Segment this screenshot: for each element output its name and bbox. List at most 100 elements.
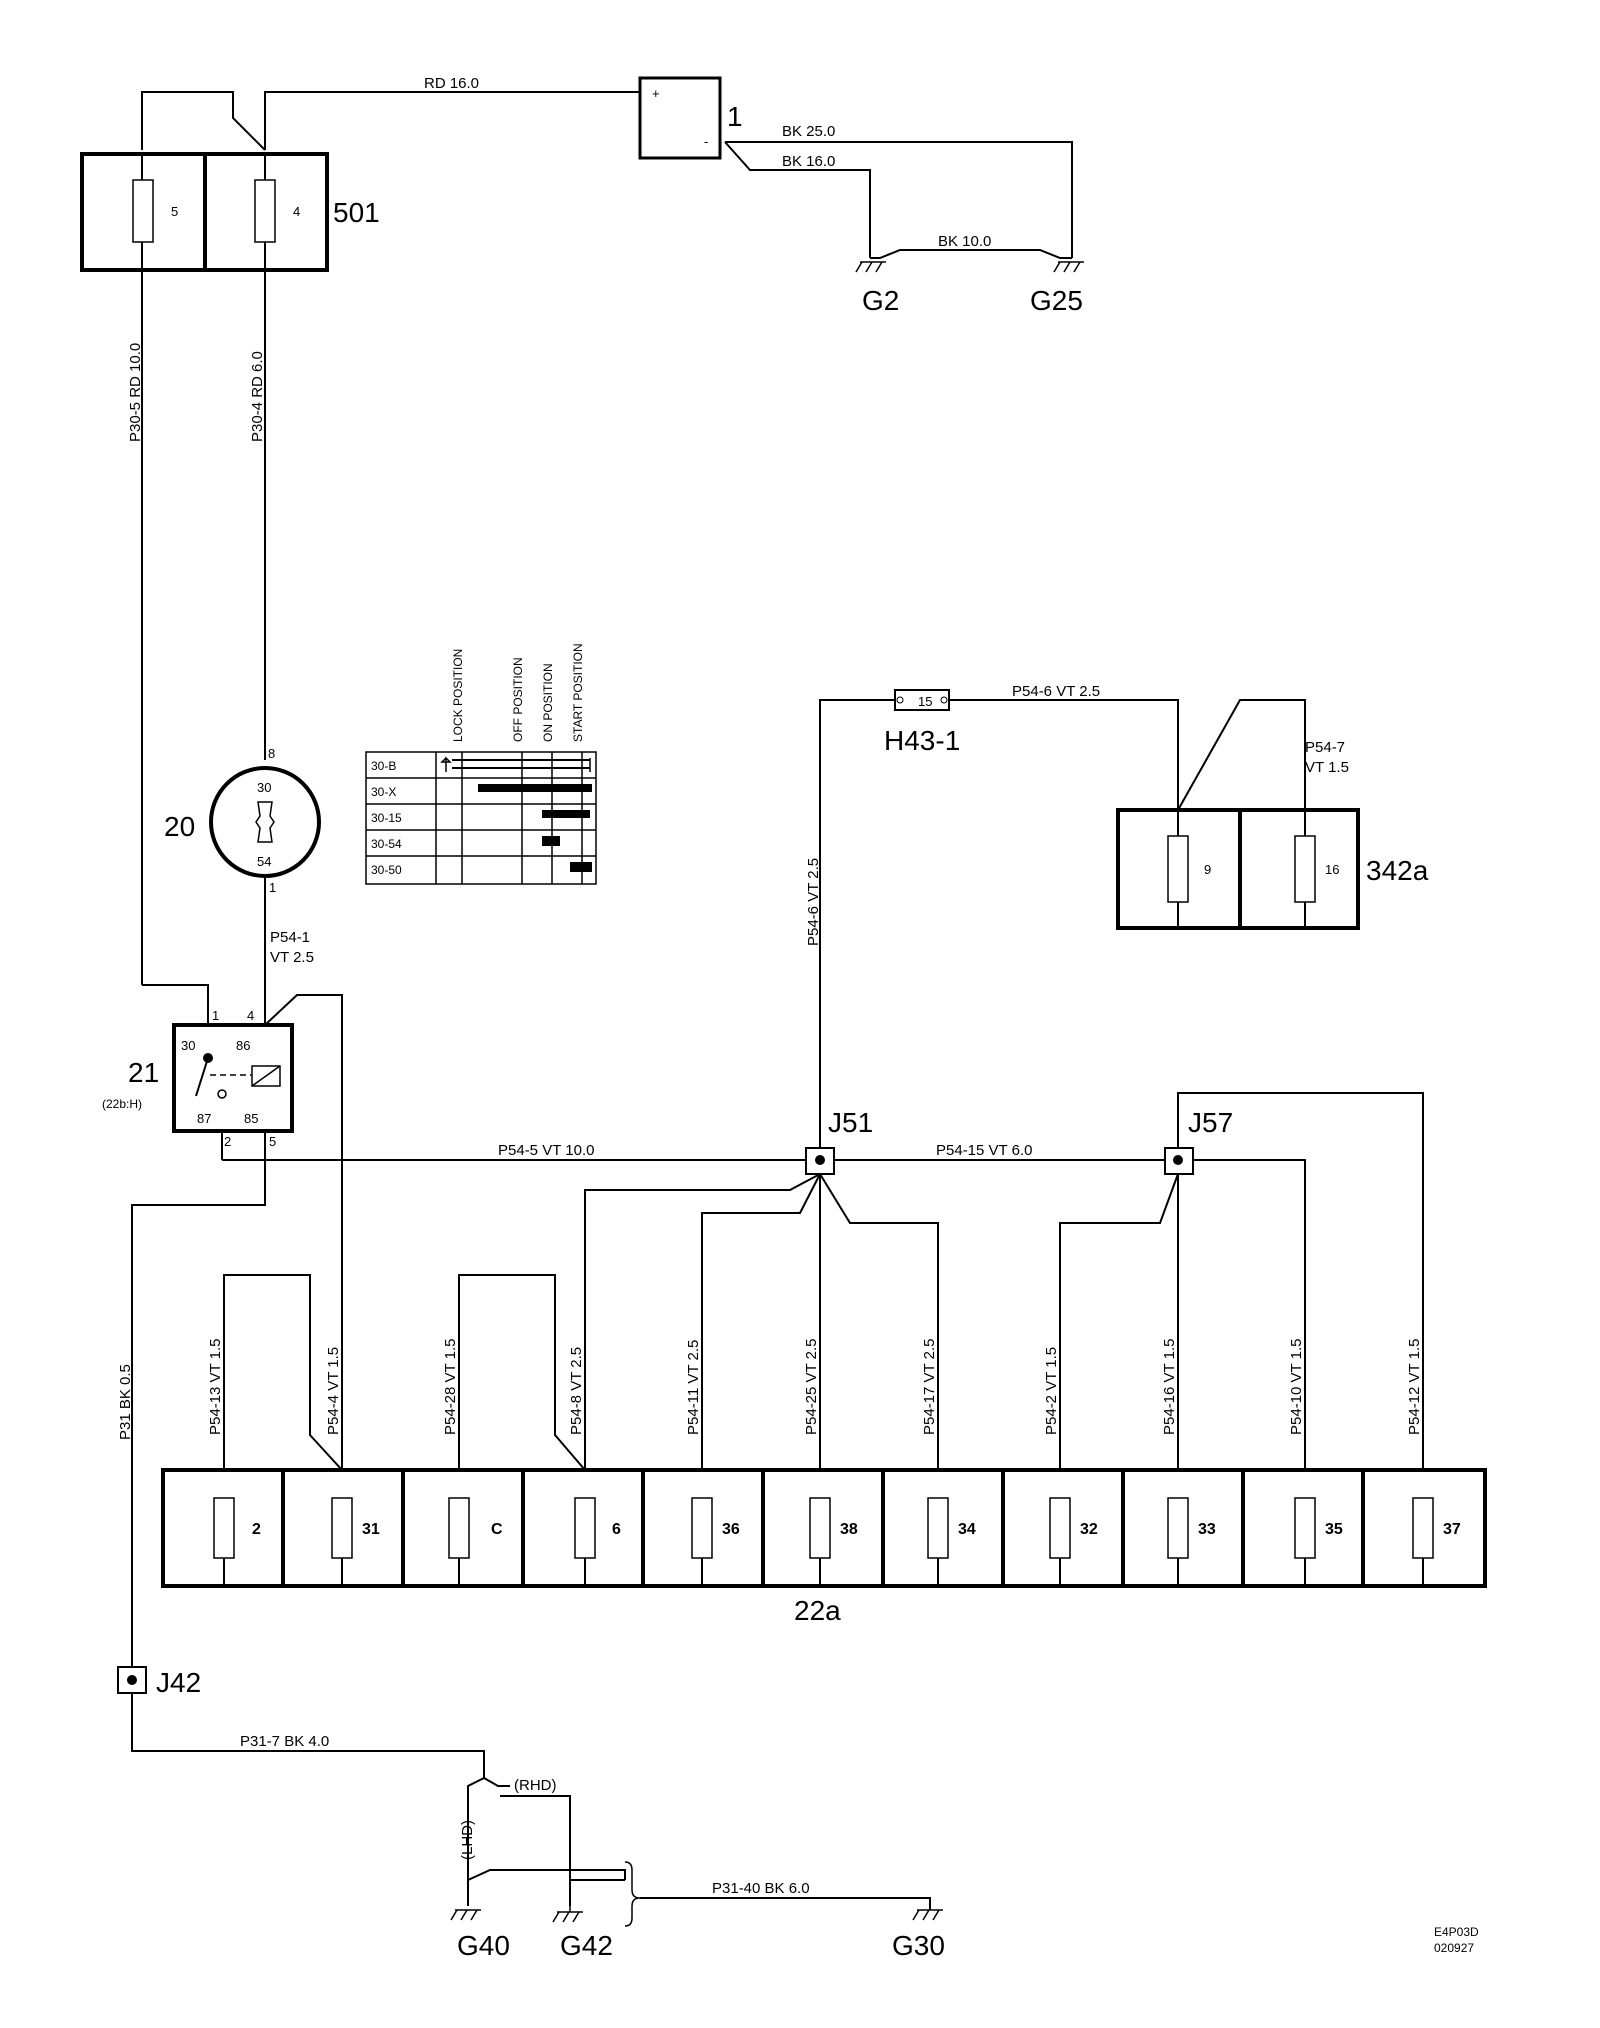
fuse-9-label: 9 [1204,862,1211,877]
fuse-box-501 [80,152,329,272]
wire-p31-7-label: P31-7 BK 4.0 [240,1733,329,1750]
ground-g30-label: G30 [892,1930,945,1961]
fuse-22a-38: 38 [840,1521,858,1538]
table-header-start: START POSITION [571,643,585,742]
wire-bk16-label: BK 16.0 [782,153,835,170]
ignition-pin-1: 1 [269,880,276,895]
h43-connector-id: H43-1 [884,725,960,756]
wire-p54-6-h-label: P54-6 VT 2.5 [1012,683,1100,700]
wire-lhd-label: (LHD) [459,1820,476,1860]
ground-g42-label: G42 [560,1930,613,1961]
table-row-30b: 30-B [371,759,396,773]
ground-symbol-g25 [1053,261,1084,273]
fuse-box-22a-id: 22a [794,1595,841,1626]
relay-pin-1: 1 [212,1008,219,1023]
relay-terminal-87: 87 [197,1111,211,1126]
fuse-box-22a [161,1468,1487,1588]
main-feed-wiring [141,91,1073,259]
ignition-switch-id: 20 [164,811,195,842]
table-header-off: OFF POSITION [511,657,525,742]
fuse-22a-35: 35 [1325,1521,1343,1538]
table-row-30-50: 30-50 [371,863,402,877]
drop-label: P54-2 VT 1.5 [1043,1347,1060,1435]
junction-j42-label: J42 [156,1667,201,1698]
relay-id: 21 [128,1057,159,1088]
junction-j42 [117,1666,147,1694]
relay-sub-id: (22b:H) [102,1097,142,1111]
fuse-22a-33: 33 [1198,1521,1216,1538]
h43-pin-15: 15 [918,694,932,709]
fuse-22a-32: 32 [1080,1521,1098,1538]
fuse-22a-34: 34 [958,1521,976,1538]
wire-p31-40-label: P31-40 BK 6.0 [712,1880,810,1897]
drop-label: P54-11 VT 2.5 [685,1340,702,1435]
drop-label: P54-28 VT 1.5 [442,1339,459,1435]
wire-p54-1-size: VT 2.5 [270,949,314,966]
fuse-22a-31: 31 [362,1521,380,1538]
ground-symbol-g30 [912,1909,943,1921]
battery: + - [638,76,722,160]
relay-terminal-86: 86 [236,1038,250,1053]
relay-pin-2: 2 [224,1134,231,1149]
drop-label: P54-16 VT 1.5 [1161,1339,1178,1435]
j51-branches [584,1173,939,1470]
ground-symbol-g2 [855,261,886,273]
relay-terminal-30: 30 [181,1038,195,1053]
fuse-22a-c: C [491,1521,503,1538]
drop-label: P54-12 VT 1.5 [1406,1339,1423,1435]
fuse-box-501-id: 501 [333,197,380,228]
junction-j57-label: J57 [1188,1107,1233,1138]
junction-j51 [805,1147,835,1175]
ground-g2-label: G2 [862,285,899,316]
junction-j57 [1164,1147,1194,1175]
table-header-on: ON POSITION [541,663,555,742]
wire-p54-7-size: VT 1.5 [1305,759,1349,776]
table-row-30-54: 30-54 [371,837,402,851]
relay [131,984,820,1680]
fuse-22a-37: 37 [1443,1521,1461,1538]
wire-p54-1-label: P54-1 [270,929,310,946]
wire-rd16-label: RD 16.0 [424,75,479,92]
ground-symbol-g42 [552,1911,583,1923]
relay-pin-5: 5 [269,1134,276,1149]
wire-p30-4-label: P30-4 RD 6.0 [249,351,266,442]
wire-bk25-label: BK 25.0 [782,123,835,140]
h43-and-342a-wiring [819,689,1360,1150]
wire-p54-5-label: P54-5 VT 10.0 [498,1142,594,1159]
ground-g25-label: G25 [1030,285,1083,316]
drawing-code: E4P03D [1434,1925,1479,1939]
wire-bk10-label: BK 10.0 [938,233,991,250]
wire-p54-15-label: P54-15 VT 6.0 [936,1142,1032,1159]
ignition-terminal-54: 54 [257,854,271,869]
wire-p54-7-label: P54-7 [1305,739,1345,756]
fuse-box-342a-id: 342a [1366,855,1429,886]
battery-minus-label: - [704,134,708,149]
wire-rhd-label: (RHD) [514,1777,557,1794]
drop-label: P54-8 VT 2.5 [568,1347,585,1435]
drop-label: P54-17 VT 2.5 [921,1339,938,1435]
table-row-30-15: 30-15 [371,811,402,825]
table-header-lock: LOCK POSITION [451,649,465,742]
j57-branches [1059,1173,1179,1470]
ground-g40-label: G40 [457,1930,510,1961]
fuse-22a-2: 2 [252,1521,261,1538]
switch-position-table [365,751,597,885]
drawing-date: 020927 [1434,1941,1474,1955]
junction-j51-label: J51 [828,1107,873,1138]
fuse-22a-6: 6 [612,1521,621,1538]
drop-label: P54-25 VT 2.5 [803,1339,820,1435]
wire-p31-label: P31 BK 0.5 [117,1364,134,1440]
drop-label: P54-10 VT 1.5 [1288,1339,1305,1435]
fuse-4-label: 4 [293,204,300,219]
fuse-5-label: 5 [171,204,178,219]
ignition-pin-8: 8 [268,746,275,761]
relay-terminal-85: 85 [244,1111,258,1126]
relay-pin-4: 4 [247,1008,254,1023]
ground-wiring [131,1693,931,1927]
battery-id-label: 1 [727,101,743,132]
ground-symbol-g40 [450,1909,481,1921]
ignition-terminal-30: 30 [257,780,271,795]
drop-label: P54-13 VT 1.5 [207,1339,224,1435]
